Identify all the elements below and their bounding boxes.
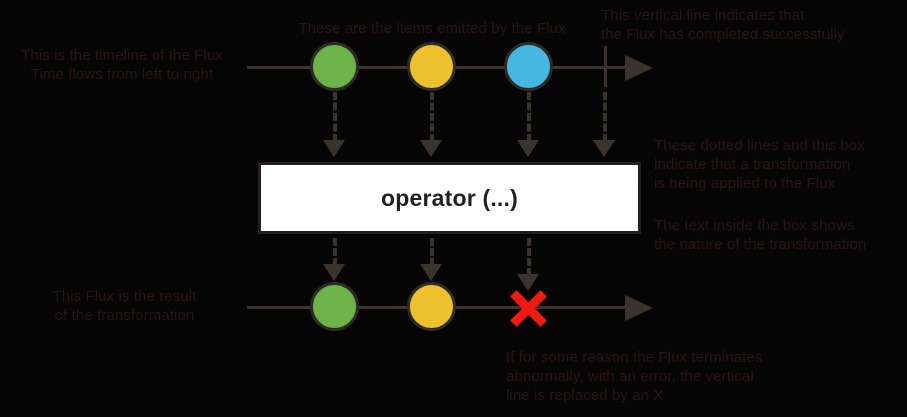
result-timeline-arrow-icon <box>625 295 653 321</box>
annotation-completion: This vertical line indicates that the Fl… <box>601 7 845 43</box>
error-x-icon[interactable] <box>507 286 550 329</box>
connector-operator-to-yellow <box>430 238 434 266</box>
result-marble-yellow[interactable] <box>407 282 456 331</box>
connector-arrow-icon <box>323 140 345 157</box>
connector-operator-to-green <box>333 238 337 266</box>
connector-arrow-icon <box>593 140 615 157</box>
connector-operator-to-error <box>527 238 531 276</box>
connector-green-to-operator <box>333 92 337 142</box>
source-completion-line <box>604 46 607 87</box>
annotation-error: If for some reason the Flux terminates a… <box>506 349 763 404</box>
source-marble-yellow[interactable] <box>407 42 456 91</box>
annotation-items-emitted: These are the items emitted by the Flux <box>298 20 566 37</box>
annotation-box-text-meaning: The text inside the box shows the nature… <box>654 217 867 253</box>
source-marble-blue[interactable] <box>504 42 553 91</box>
source-timeline-arrow-icon <box>625 55 653 81</box>
connector-arrow-icon <box>323 264 345 281</box>
connector-arrow-icon <box>517 140 539 157</box>
connector-yellow-to-operator <box>430 92 434 142</box>
connector-blue-to-operator <box>527 92 531 142</box>
source-marble-green[interactable] <box>310 42 359 91</box>
connector-arrow-icon <box>420 140 442 157</box>
operator-box[interactable]: operator (...) <box>258 162 641 234</box>
result-marble-green[interactable] <box>310 282 359 331</box>
operator-label: operator (...) <box>381 184 518 211</box>
connector-arrow-icon <box>420 264 442 281</box>
annotation-result-timeline: This Flux is the result of the transform… <box>52 288 197 324</box>
annotation-transformation: These dotted lines and this box indicate… <box>654 137 865 192</box>
connector-completion-to-operator <box>603 92 607 142</box>
annotation-source-timeline: This is the timeline of the Flux Time fl… <box>21 47 223 83</box>
connector-arrow-icon <box>517 274 539 291</box>
